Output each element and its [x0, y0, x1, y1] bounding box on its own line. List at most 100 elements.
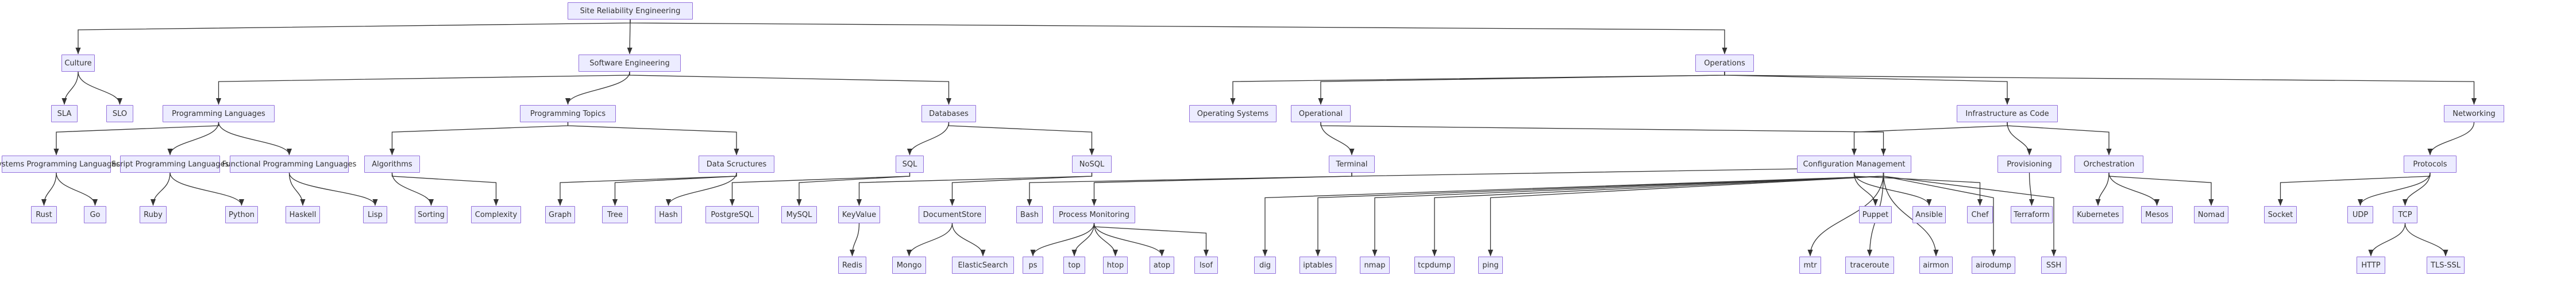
node-nosql[interactable]: NoSQL	[1072, 156, 1112, 173]
node-airodump[interactable]: airodump	[1972, 257, 2015, 274]
node-label: NoSQL	[1079, 160, 1105, 169]
node-label: Rust	[36, 210, 52, 219]
node-lsof[interactable]: lsof	[1194, 257, 1218, 274]
node-algo[interactable]: Algorithms	[364, 156, 420, 173]
node-airmon[interactable]: airmon	[1919, 257, 1953, 274]
node-mtr[interactable]: mtr	[1799, 257, 1821, 274]
node-htop[interactable]: htop	[1103, 257, 1128, 274]
node-top[interactable]: top	[1063, 257, 1085, 274]
node-sre[interactable]: Site Reliability Engineering	[568, 2, 693, 20]
node-terraform[interactable]: Terraform	[2011, 206, 2053, 223]
node-label: ping	[1482, 261, 1499, 270]
node-os[interactable]: Operating Systems	[1189, 105, 1277, 122]
node-label: Socket	[2268, 210, 2293, 219]
node-label: Mongo	[896, 261, 922, 270]
node-socket[interactable]: Socket	[2264, 206, 2297, 223]
node-pgsql[interactable]: PostgreSQL	[705, 206, 759, 223]
node-mongo[interactable]: Mongo	[892, 257, 926, 274]
node-label: Terraform	[2014, 210, 2050, 219]
node-culture[interactable]: Culture	[61, 55, 95, 72]
node-sysplang[interactable]: Systems Programming Languages	[0, 156, 120, 173]
node-label: DocumentStore	[923, 210, 982, 219]
node-ruby[interactable]: Ruby	[140, 206, 167, 223]
node-rust[interactable]: Rust	[31, 206, 57, 223]
node-label: Complexity	[475, 210, 518, 219]
node-label: Mesos	[2145, 210, 2169, 219]
node-ds[interactable]: Data Scructures	[699, 156, 774, 173]
node-opnl[interactable]: Operational	[1291, 105, 1351, 122]
node-bash[interactable]: Bash	[1016, 206, 1043, 223]
node-label: Databases	[929, 109, 969, 118]
node-label: Process Monitoring	[1059, 210, 1129, 219]
node-label: Protocols	[2413, 160, 2447, 169]
node-net[interactable]: Networking	[2444, 105, 2504, 122]
node-db[interactable]: Databases	[921, 105, 976, 122]
node-swe[interactable]: Software Engineering	[579, 55, 681, 72]
node-term[interactable]: Terminal	[1329, 156, 1375, 173]
node-atop[interactable]: atop	[1150, 257, 1174, 274]
node-mesos[interactable]: Mesos	[2141, 206, 2173, 223]
node-label: SQL	[902, 160, 917, 169]
node-go[interactable]: Go	[84, 206, 106, 223]
node-proto[interactable]: Protocols	[2404, 156, 2457, 173]
node-haskell[interactable]: Haskell	[286, 206, 320, 223]
node-udp[interactable]: UDP	[2347, 206, 2373, 223]
node-progtop[interactable]: Programming Topics	[520, 105, 616, 122]
node-iptables[interactable]: iptables	[1299, 257, 1336, 274]
node-cplx[interactable]: Complexity	[471, 206, 521, 223]
node-orch[interactable]: Orchestration	[2074, 156, 2143, 173]
node-graph[interactable]: Graph	[545, 206, 575, 223]
node-label: Operational	[1298, 109, 1343, 118]
node-tcpdump[interactable]: tcpdump	[1414, 257, 1455, 274]
node-ansible[interactable]: Ansible	[1912, 206, 1946, 223]
node-nmap[interactable]: nmap	[1360, 257, 1390, 274]
node-label: Ansible	[1915, 210, 1943, 219]
node-tlsssl[interactable]: TLS-SSL	[2427, 257, 2465, 274]
node-http[interactable]: HTTP	[2357, 257, 2385, 274]
node-keyvalue[interactable]: KeyValue	[838, 206, 880, 223]
node-label: Software Engineering	[589, 59, 670, 68]
node-lisp[interactable]: Lisp	[363, 206, 387, 223]
node-docstore[interactable]: DocumentStore	[919, 206, 986, 223]
node-cfgmgmt[interactable]: Configuration Management	[1797, 156, 1911, 173]
node-python[interactable]: Python	[225, 206, 258, 223]
node-label: KeyValue	[842, 210, 877, 219]
node-ssh[interactable]: SSH	[2041, 257, 2066, 274]
node-scrlang[interactable]: Script Programming Languages	[111, 156, 229, 173]
node-sql[interactable]: SQL	[896, 156, 924, 173]
node-label: Sorting	[418, 210, 445, 219]
node-label: Go	[90, 210, 101, 219]
node-ops[interactable]: Operations	[1695, 55, 1754, 72]
node-redis[interactable]: Redis	[838, 257, 866, 274]
node-tcp[interactable]: TCP	[2393, 206, 2417, 223]
node-puppet[interactable]: Puppet	[1859, 206, 1892, 223]
node-funlang[interactable]: Functional Programming Languages	[222, 156, 356, 173]
node-tree[interactable]: Tree	[602, 206, 628, 223]
node-tracert[interactable]: traceroute	[1845, 257, 1894, 274]
node-k8s[interactable]: Kubernetes	[2073, 206, 2123, 223]
node-ps[interactable]: ps	[1023, 257, 1043, 274]
node-label: Ruby	[144, 210, 163, 219]
node-dig[interactable]: dig	[1254, 257, 1276, 274]
node-label: MySQL	[786, 210, 812, 219]
node-iac[interactable]: Infrastructure as Code	[1957, 105, 2058, 122]
node-chef[interactable]: Chef	[1967, 206, 1993, 223]
node-slo[interactable]: SLO	[106, 105, 133, 122]
node-sla[interactable]: SLA	[51, 105, 78, 122]
node-sorting[interactable]: Sorting	[415, 206, 448, 223]
node-nomad[interactable]: Nomad	[2194, 206, 2228, 223]
node-mysql[interactable]: MySQL	[781, 206, 817, 223]
node-ping[interactable]: ping	[1478, 257, 1503, 274]
node-procmon[interactable]: Process Monitoring	[1053, 206, 1135, 223]
node-proglang[interactable]: Programming Languages	[163, 105, 275, 122]
node-label: Python	[228, 210, 255, 219]
node-hash[interactable]: Hash	[655, 206, 682, 223]
node-label: Infrastructure as Code	[1965, 109, 2049, 118]
node-label: iptables	[1303, 261, 1333, 270]
node-prov[interactable]: Provisioning	[1997, 156, 2061, 173]
node-elastic[interactable]: ElasticSearch	[952, 257, 1014, 274]
node-label: Nomad	[2197, 210, 2225, 219]
node-label: top	[1068, 261, 1081, 270]
